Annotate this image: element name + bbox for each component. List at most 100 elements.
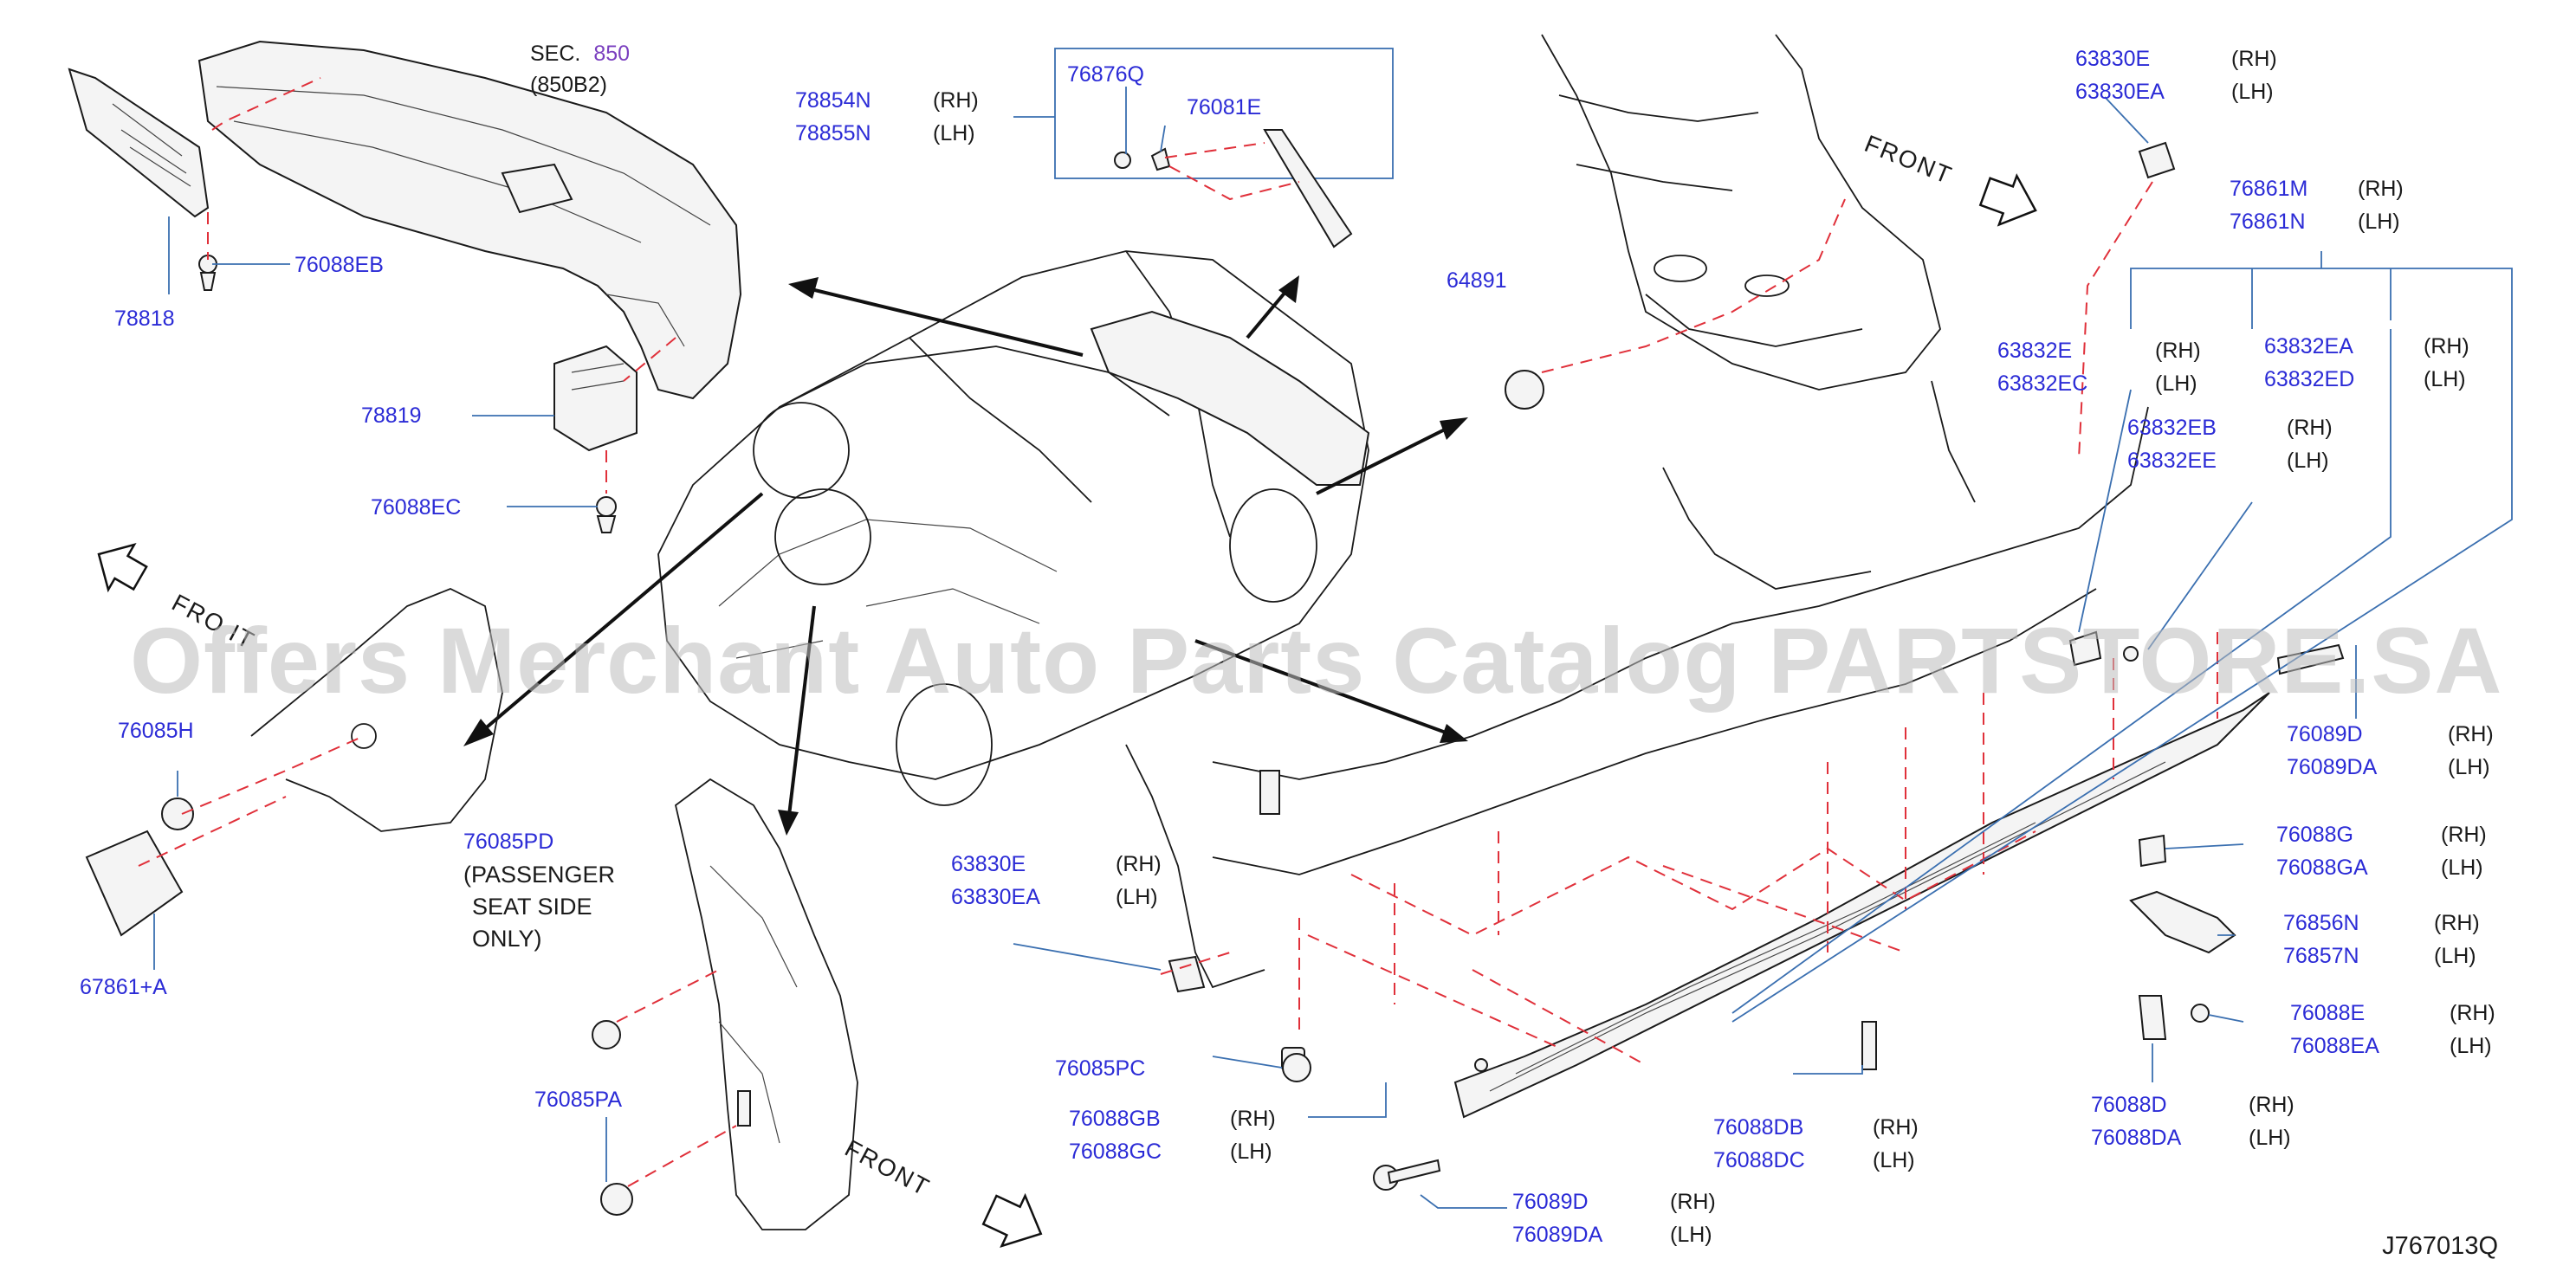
- front-arrow-left: [97, 543, 148, 593]
- part-76088GA[interactable]: 76088GA: [2276, 856, 2368, 880]
- part-78854N[interactable]: 78854N: [795, 88, 871, 113]
- part-63830EA-top[interactable]: 63830EA: [2075, 80, 2165, 104]
- side-rh: (RH): [2287, 416, 2333, 440]
- sill-body-panel: [1125, 380, 2149, 989]
- rear-fascia-panel: [197, 40, 742, 400]
- plug-64891: [1505, 370, 1544, 410]
- top-trim-box: [1054, 48, 1394, 249]
- part-63832EA[interactable]: 63832EA: [2264, 334, 2353, 358]
- part-76088DC[interactable]: 76088DC: [1713, 1148, 1805, 1172]
- section-prefix: SEC.: [530, 42, 581, 66]
- side-lh: (LH): [2287, 449, 2329, 473]
- left-mud-flap: [68, 68, 210, 218]
- clip-76088EC: [596, 496, 617, 533]
- section-number[interactable]: 850: [593, 42, 631, 66]
- part-76876Q[interactable]: 76876Q: [1067, 62, 1144, 87]
- part-76861N[interactable]: 76861N: [2230, 210, 2306, 234]
- part-76856N[interactable]: 76856N: [2283, 911, 2359, 935]
- vehicle-outline: [657, 250, 1370, 806]
- side-rh: (RH): [1873, 1115, 1919, 1140]
- part-76088EB[interactable]: 76088EB: [294, 253, 384, 277]
- part-76085PA[interactable]: 76085PA: [534, 1088, 623, 1112]
- side-rh: (RH): [2434, 911, 2480, 935]
- c-pillar-panel: [592, 778, 1311, 1230]
- part-76857N[interactable]: 76857N: [2283, 944, 2359, 968]
- side-lh: (LH): [2450, 1034, 2492, 1058]
- note-line-1: (PASSENGER: [463, 862, 616, 888]
- part-78819[interactable]: 78819: [361, 404, 422, 428]
- side-lh: (LH): [2231, 80, 2274, 104]
- bracket-78819: [553, 345, 638, 452]
- right-fasteners: [1168, 630, 2345, 1191]
- part-76088DB[interactable]: 76088DB: [1713, 1115, 1804, 1140]
- watermark: Offers Merchant Auto Parts Catalog PARTS…: [130, 608, 2503, 713]
- part-76088GB[interactable]: 76088GB: [1069, 1107, 1161, 1131]
- part-76088EC[interactable]: 76088EC: [371, 495, 462, 520]
- note-line-3: ONLY): [472, 926, 542, 952]
- floor-panel: [1541, 34, 1941, 391]
- diagram-code: J767013Q: [2382, 1232, 2498, 1260]
- side-lh: (LH): [1670, 1223, 1712, 1247]
- side-sill-trim: [1453, 692, 2270, 1119]
- note-line-2: SEAT SIDE: [472, 894, 592, 920]
- side-lh: (LH): [2434, 944, 2476, 968]
- part-63830EA-low[interactable]: 63830EA: [951, 885, 1040, 909]
- clip-63830E-top: [2138, 141, 2176, 179]
- side-lh: (LH): [1230, 1140, 1272, 1164]
- side-rh: (RH): [2424, 334, 2469, 358]
- part-76088DA[interactable]: 76088DA: [2091, 1126, 2182, 1150]
- fuel-door-area: [85, 588, 503, 937]
- side-rh: (RH): [2231, 47, 2277, 71]
- side-lh: (LH): [2249, 1126, 2291, 1150]
- side-rh: (RH): [2441, 823, 2487, 847]
- part-78855N[interactable]: 78855N: [795, 121, 871, 145]
- passenger-seat-note: (PASSENGER SEAT SIDE ONLY): [463, 859, 615, 955]
- part-76089DA-low[interactable]: 76089DA: [1512, 1223, 1603, 1247]
- side-lh: (LH): [2441, 856, 2483, 880]
- part-76088D[interactable]: 76088D: [2091, 1093, 2167, 1117]
- side-lh: (LH): [1873, 1148, 1915, 1172]
- part-76088EA[interactable]: 76088EA: [2290, 1034, 2379, 1058]
- part-63830E-low[interactable]: 63830E: [951, 852, 1026, 876]
- callout-arrows: [463, 275, 1468, 836]
- part-76089D-low[interactable]: 76089D: [1512, 1190, 1589, 1214]
- section-sub: (850B2): [530, 73, 607, 97]
- part-76088E[interactable]: 76088E: [2290, 1001, 2366, 1025]
- side-lh: (LH): [933, 121, 975, 145]
- part-63832ED[interactable]: 63832ED: [2264, 367, 2355, 391]
- part-63832EB[interactable]: 63832EB: [2127, 416, 2217, 440]
- part-76861M[interactable]: 76861M: [2230, 177, 2308, 201]
- grommet-76085PA: [600, 1183, 633, 1216]
- side-rh: (RH): [1670, 1190, 1716, 1214]
- part-76085H[interactable]: 76085H: [118, 719, 194, 743]
- side-lh: (LH): [1116, 885, 1158, 909]
- part-63832E[interactable]: 63832E: [1997, 339, 2073, 363]
- side-lh: (LH): [2448, 755, 2490, 779]
- front-arrow-top: [1978, 173, 2037, 227]
- clip-76088EB: [198, 255, 217, 291]
- part-76088GC[interactable]: 76088GC: [1069, 1140, 1162, 1164]
- part-78818[interactable]: 78818: [114, 307, 175, 331]
- part-76085PC[interactable]: 76085PC: [1055, 1056, 1146, 1081]
- part-76089D-right[interactable]: 76089D: [2287, 722, 2363, 746]
- part-76089DA-right[interactable]: 76089DA: [2287, 755, 2378, 779]
- grommet-76085PC: [1282, 1053, 1311, 1082]
- side-rh: (RH): [2450, 1001, 2495, 1025]
- part-67861A[interactable]: 67861+A: [80, 975, 167, 999]
- part-63830E-top[interactable]: 63830E: [2075, 47, 2151, 71]
- side-rh: (RH): [1116, 852, 1162, 876]
- part-63832EC[interactable]: 63832EC: [1997, 371, 2088, 396]
- side-lh: (LH): [2424, 367, 2466, 391]
- part-76081E[interactable]: 76081E: [1187, 95, 1262, 119]
- part-76085PD[interactable]: 76085PD: [463, 830, 554, 854]
- side-rh: (RH): [2155, 339, 2201, 363]
- part-64891[interactable]: 64891: [1447, 268, 1507, 293]
- side-rh: (RH): [2358, 177, 2404, 201]
- leader-lines: [153, 87, 2513, 1209]
- part-76088G[interactable]: 76088G: [2276, 823, 2353, 847]
- side-rh: (RH): [933, 88, 979, 113]
- side-lh: (LH): [2155, 371, 2197, 396]
- part-63832EE[interactable]: 63832EE: [2127, 449, 2217, 473]
